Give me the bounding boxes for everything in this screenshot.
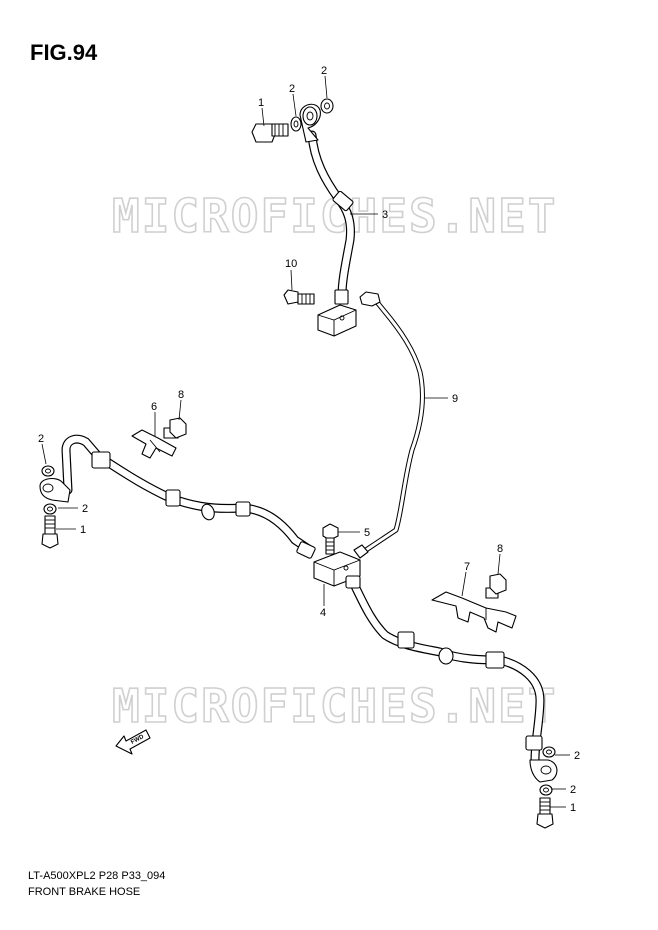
- forward-direction-arrow: FWD: [115, 729, 151, 755]
- callout-leaders: [41, 75, 570, 808]
- callout-label: 4: [320, 607, 326, 619]
- washer-top-b: [320, 98, 334, 114]
- callout-labels: 1 2 2 3 10 9 6 8 2 2 1 5 4 7 8 2 2 1: [38, 65, 580, 814]
- brake-hose-right: [345, 575, 545, 765]
- washer-left-b: [43, 503, 57, 515]
- figure-title: FIG.94: [30, 40, 98, 65]
- callout-label: 2: [289, 83, 295, 95]
- callout-label: 8: [497, 543, 503, 555]
- union-bolt-top: [251, 123, 289, 143]
- washer-right-b: [539, 784, 553, 796]
- watermark-bottom: MICROFICHES.NET: [112, 679, 557, 733]
- callout-label: 2: [38, 433, 44, 445]
- callout-label: 10: [285, 258, 297, 270]
- washer-right-a: [542, 746, 556, 758]
- brake-pipe: [353, 291, 425, 559]
- banjo-fitting-right: [529, 759, 558, 783]
- callout-label: 2: [82, 503, 88, 515]
- brake-hose-upper: [307, 130, 355, 305]
- bolt-10: [283, 289, 315, 305]
- callout-label: 2: [574, 750, 580, 762]
- callout-label: 6: [151, 401, 157, 413]
- washer-left-a: [41, 465, 55, 477]
- brake-hose-left: [61, 434, 316, 559]
- bracket-7: [431, 591, 517, 633]
- diagram-name: FRONT BRAKE HOSE: [28, 886, 141, 898]
- callout-label: 9: [452, 393, 458, 405]
- union-bolt-left: [41, 515, 59, 549]
- callout-label: 8: [178, 389, 184, 401]
- bracket-6: [131, 429, 177, 459]
- callout-label: 1: [570, 802, 576, 814]
- callout-label: 7: [464, 561, 470, 573]
- callout-label: 1: [80, 524, 86, 536]
- washer-top-a: [290, 116, 302, 132]
- banjo-fitting-top: [299, 103, 321, 143]
- callout-label: 1: [258, 97, 264, 109]
- union-bolt-right: [536, 797, 554, 829]
- bolt-8-right: [485, 573, 507, 599]
- callout-label: 2: [321, 65, 327, 77]
- callout-label: 3: [382, 209, 388, 221]
- bolt-5: [322, 523, 339, 555]
- bolt-8-left: [163, 417, 187, 439]
- callout-label: 2: [570, 784, 576, 796]
- diagram-code: LT-A500XPL2 P28 P33_094: [28, 870, 166, 882]
- callout-label: 5: [364, 527, 370, 539]
- joint-block-top: [317, 304, 357, 337]
- banjo-fitting-left: [39, 477, 71, 503]
